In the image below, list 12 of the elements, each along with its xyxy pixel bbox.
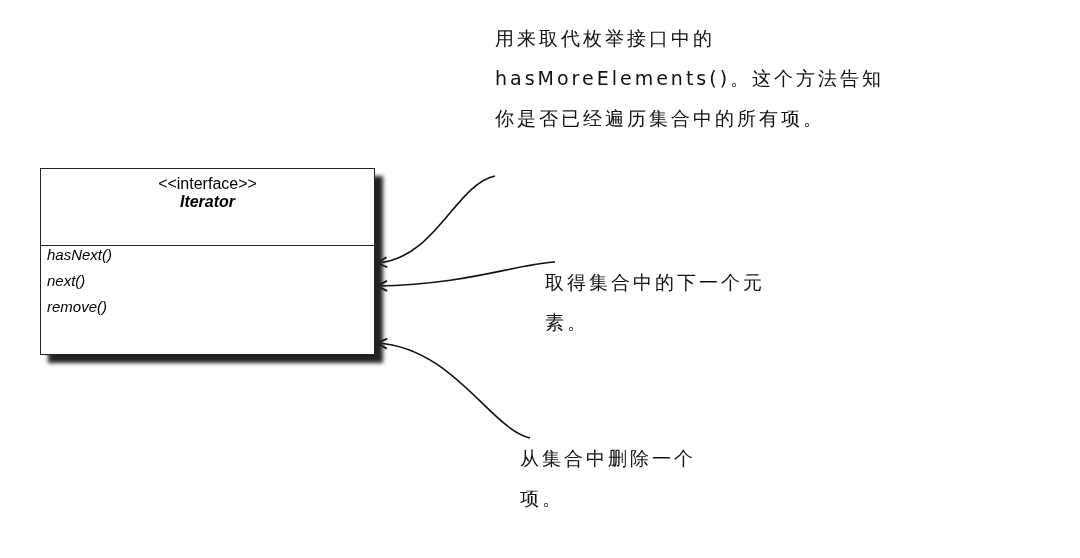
arrow	[376, 175, 496, 268]
class-box	[40, 168, 375, 355]
arrow	[376, 338, 531, 439]
annotation-text: 取得集合中的下一个元素。	[545, 262, 805, 352]
annotation-text: 用来取代枚举接口中的hasMoreElements()。这个方法告知你是否已经遍历集合中的所有项。	[495, 18, 895, 178]
method-text: remove()	[41, 295, 374, 321]
stereotype-label: <<interface>>	[157, 175, 258, 193]
method-text: hasNext()	[41, 243, 374, 269]
method-text: next()	[41, 269, 374, 295]
annotation-text: 从集合中删除一个项。	[520, 438, 720, 538]
arrow	[376, 261, 556, 292]
class-name: Iterator	[178, 193, 237, 211]
